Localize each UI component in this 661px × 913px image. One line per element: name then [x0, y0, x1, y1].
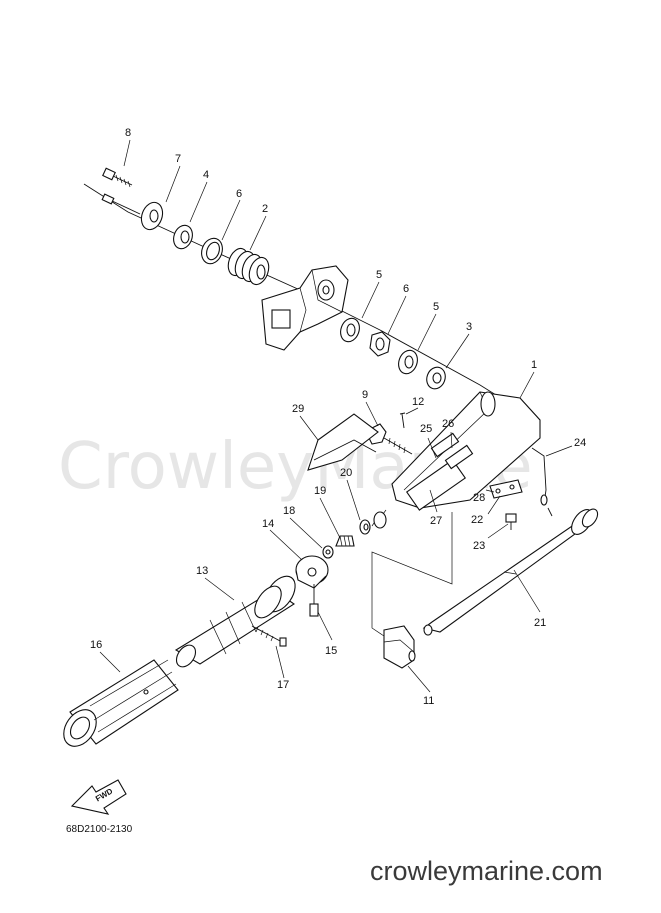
assembly-link-line	[371, 512, 453, 637]
spring-part-19[interactable]	[335, 535, 355, 547]
washer-part-4[interactable]	[170, 223, 195, 252]
fwd-arrow-icon: FWD	[70, 779, 127, 815]
nut-part-6[interactable]	[369, 331, 391, 357]
diagram-code: 68D2100-2130	[66, 824, 133, 835]
callout-16: 16	[90, 639, 102, 651]
callout-9: 8	[125, 127, 131, 139]
grip-sleeve-part-16[interactable]	[57, 659, 179, 752]
grip-part-13[interactable]	[173, 571, 302, 671]
callout-14: 14	[262, 518, 274, 530]
screw-part-12[interactable]	[399, 412, 406, 429]
oring-part-7[interactable]	[198, 235, 226, 266]
label-plates	[430, 432, 474, 470]
callout-26: 26	[442, 418, 454, 430]
bracket-housing[interactable]	[261, 265, 349, 351]
callout-4: 4	[203, 169, 209, 181]
washer-part-18[interactable]	[322, 545, 334, 559]
callout-5a: 5	[376, 269, 382, 281]
callout-15: 15	[325, 645, 337, 657]
screw-part-23[interactable]	[505, 513, 517, 530]
callout-5b: 5	[433, 301, 439, 313]
cable-part-24[interactable]	[531, 447, 553, 517]
callout-12: 12	[412, 396, 424, 408]
callout-13: 13	[196, 565, 208, 577]
screw-part-15[interactable]	[309, 584, 319, 617]
callout-2: 2	[262, 203, 268, 215]
callout-27: 27	[430, 515, 442, 527]
callout-18: 18	[283, 505, 295, 517]
clip-part-11[interactable]	[383, 625, 416, 669]
plate-part-28[interactable]	[489, 479, 523, 499]
callout-21: 21	[534, 617, 546, 629]
footer-site-link[interactable]: crowleymarine.com	[370, 856, 603, 886]
grommet-part-8[interactable]	[101, 193, 166, 232]
callout-23: 23	[473, 540, 485, 552]
leader-lines	[99, 139, 573, 693]
callout-19: 19	[314, 485, 326, 497]
callout-29: 29	[292, 403, 304, 415]
callout-10: 9	[362, 389, 368, 401]
washer-part-5b[interactable]	[395, 348, 420, 377]
callout-1: 1	[531, 359, 537, 371]
callout-28: 28	[473, 492, 485, 504]
callout-6: 6	[403, 283, 409, 295]
callout-17: 17	[277, 679, 289, 691]
washer-part-5a[interactable]	[337, 316, 362, 345]
callout-11: 11	[423, 695, 434, 707]
callout-22: 22	[471, 514, 483, 526]
callout-7: 6	[236, 188, 242, 200]
callout-20: 20	[340, 467, 352, 479]
callout-3: 3	[466, 321, 472, 333]
callout-8: 7	[175, 153, 181, 165]
callout-labels: 8 7 4 6 2 5 6 5 3 1 9 29 12 25 26 20 19 …	[90, 127, 586, 707]
sticker-part-29	[307, 413, 379, 471]
collar-part-14[interactable]	[295, 555, 329, 589]
callout-24: 24	[574, 437, 586, 449]
bolt-part-9[interactable]	[102, 167, 133, 188]
callout-25: 25	[420, 423, 432, 435]
spring-part-2[interactable]	[225, 246, 272, 287]
ring-part-20[interactable]	[359, 519, 371, 535]
washer-part-3[interactable]	[424, 365, 448, 392]
screw-part-17[interactable]	[251, 625, 287, 647]
shaft-part-21[interactable]	[422, 506, 601, 636]
